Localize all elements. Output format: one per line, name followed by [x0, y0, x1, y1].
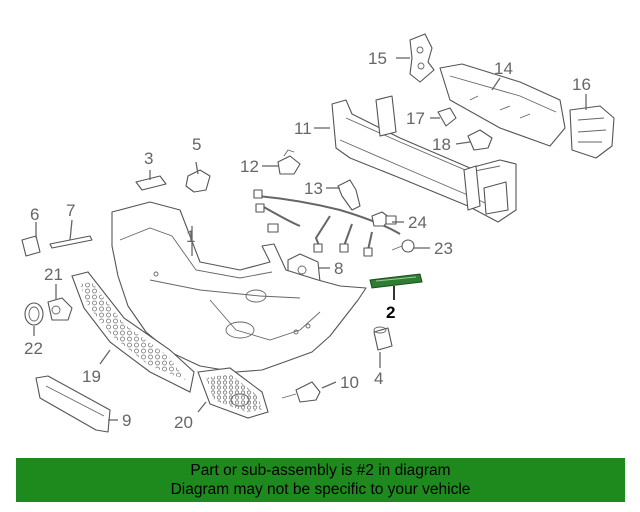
- part-5-sensor: [185, 169, 211, 193]
- part-1-bumper-cover: [111, 201, 367, 373]
- callout-12: 12: [240, 157, 259, 176]
- callout-5: 5: [192, 135, 201, 154]
- part-9-plate-bracket: [35, 375, 111, 433]
- callout-2: 2: [386, 303, 395, 322]
- callout-8: 8: [334, 259, 343, 278]
- callout-20: 20: [174, 413, 193, 432]
- part-7-strip: [49, 235, 93, 249]
- part-18-bracket: [467, 129, 493, 151]
- callout-24: 24: [408, 213, 427, 232]
- callout-21: 21: [44, 265, 63, 284]
- callout-1: 1: [186, 227, 195, 246]
- callout-11: 11: [294, 119, 312, 138]
- parts-diagram: 1 2 3 4 5 6 7 8 9 10 11 12 13 14 15 16 1…: [21, 33, 615, 433]
- callout-6: 6: [30, 205, 39, 224]
- part-14-absorber: [439, 63, 566, 147]
- callout-19: 19: [82, 367, 101, 386]
- part-20-fog-grille: [197, 367, 269, 419]
- part-19-grille: [71, 271, 195, 393]
- part-24-clip: [371, 211, 397, 227]
- callout-18: 18: [432, 135, 451, 154]
- part-6-cover: [21, 235, 41, 257]
- callout-23: 23: [434, 239, 453, 258]
- callout-3: 3: [144, 149, 153, 168]
- part-22-ring: [24, 302, 44, 326]
- callout-15: 15: [368, 49, 387, 68]
- callout-14: 14: [494, 59, 513, 78]
- banner-line-1: Part or sub-assembly is #2 in diagram: [190, 462, 451, 479]
- callout-16: 16: [572, 75, 591, 94]
- callout-10: 10: [340, 373, 359, 392]
- callout-9: 9: [122, 411, 131, 430]
- part-4-bushing: [373, 326, 393, 351]
- part-17-clip: [437, 107, 457, 127]
- part-23-bolt: [391, 239, 415, 253]
- part-3-bracket: [135, 175, 167, 191]
- part-13-bracket: [337, 179, 361, 211]
- part-21-sensor: [47, 297, 73, 321]
- part-10-sensor: [281, 381, 321, 403]
- callout-22: 22: [24, 339, 43, 358]
- callout-13: 13: [304, 179, 323, 198]
- part-11-reinforcement: [331, 95, 517, 223]
- info-banner: Part or sub-assembly is #2 in diagram Di…: [16, 458, 625, 502]
- callout-labels: 1 2 3 4 5 6 7 8 9 10 11 12 13 14 15 16 1…: [24, 49, 591, 432]
- banner-line-2: Diagram may not be specific to your vehi…: [170, 481, 471, 498]
- leader-lines: [33, 57, 587, 421]
- callout-17: 17: [406, 109, 425, 128]
- wiring-harness: [253, 189, 401, 257]
- part-2-bracket-highlighted: [369, 273, 423, 289]
- part-15-bracket: [409, 33, 435, 83]
- callout-7: 7: [66, 201, 75, 220]
- part-12-sensor: [277, 149, 301, 175]
- part-16-bracket: [569, 105, 615, 159]
- callout-4: 4: [374, 369, 383, 388]
